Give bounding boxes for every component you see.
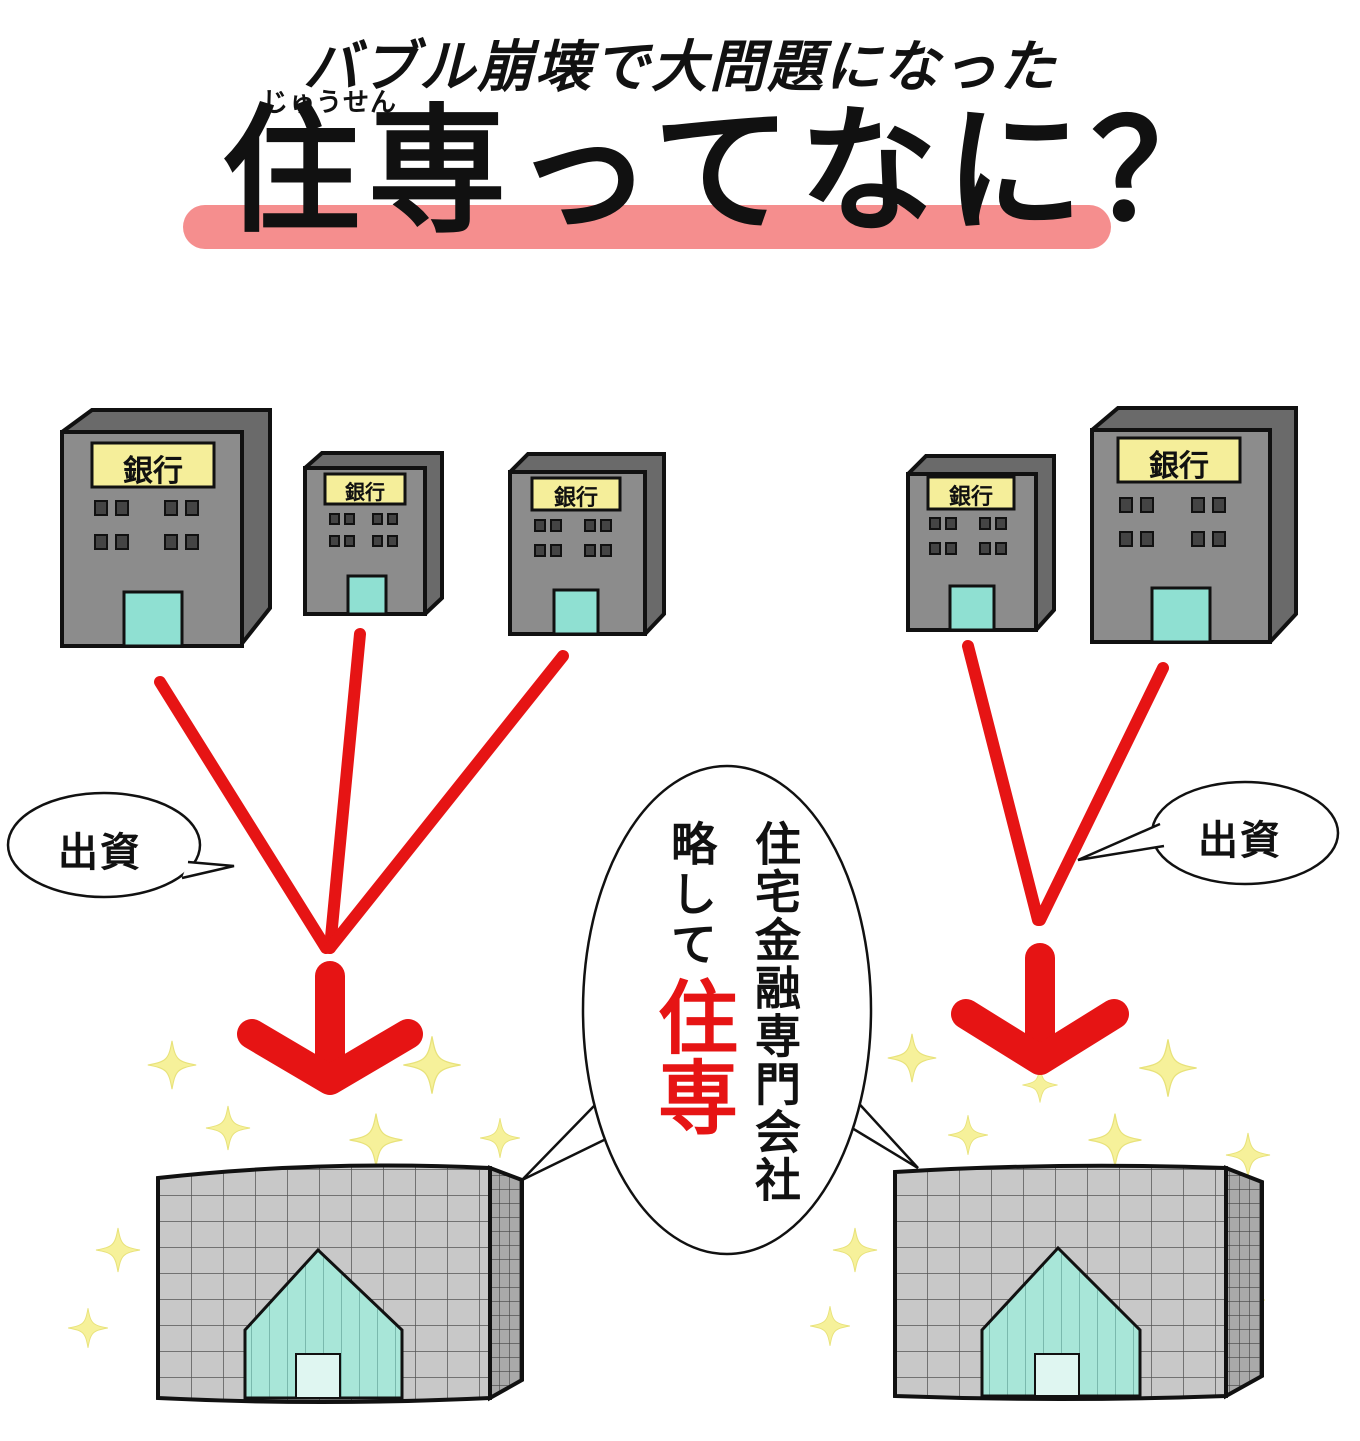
bubble-left-text: 出資 [58, 830, 142, 876]
bank-sign-3: 銀行 [553, 486, 598, 511]
bank-building-5 [1090, 406, 1298, 644]
bubble-center-abbrev-label: 略して [664, 820, 718, 970]
bubble-center-emphasis: 住専 [645, 976, 738, 1136]
title-highlight [183, 205, 1111, 249]
down-arrow-left [237, 961, 423, 1095]
bank-sign-2: 銀行 [345, 480, 385, 504]
title-ruby: じゅうせん [262, 88, 398, 118]
subtitle: バブル崩壊で大問題になった [303, 35, 1057, 100]
bubble-right-text: 出資 [1198, 818, 1282, 864]
page-title: 住専ってなに？ [222, 103, 1237, 241]
bank-sign-1: 銀行 [123, 454, 183, 489]
jusen-building-left [156, 1163, 524, 1404]
title-main: 住専 [222, 91, 515, 252]
bank-building-1 [60, 408, 272, 648]
bank-sign-4: 銀行 [948, 485, 993, 510]
bubble-center-fullname: 住宅金融専門会社 [748, 820, 802, 1204]
bank-sign-5: 銀行 [1149, 449, 1209, 484]
down-arrow-right [951, 943, 1129, 1075]
bank-building-4 [906, 454, 1056, 632]
bubble-center [521, 764, 919, 1256]
jusen-building-right [893, 1163, 1264, 1401]
investment-arrows [154, 628, 1169, 954]
bubble-left [6, 791, 235, 899]
title-rest: ってなに？ [514, 91, 1238, 252]
bank-building-2 [303, 451, 444, 616]
bank-building-3 [508, 452, 666, 636]
bubble-right [1077, 780, 1340, 886]
